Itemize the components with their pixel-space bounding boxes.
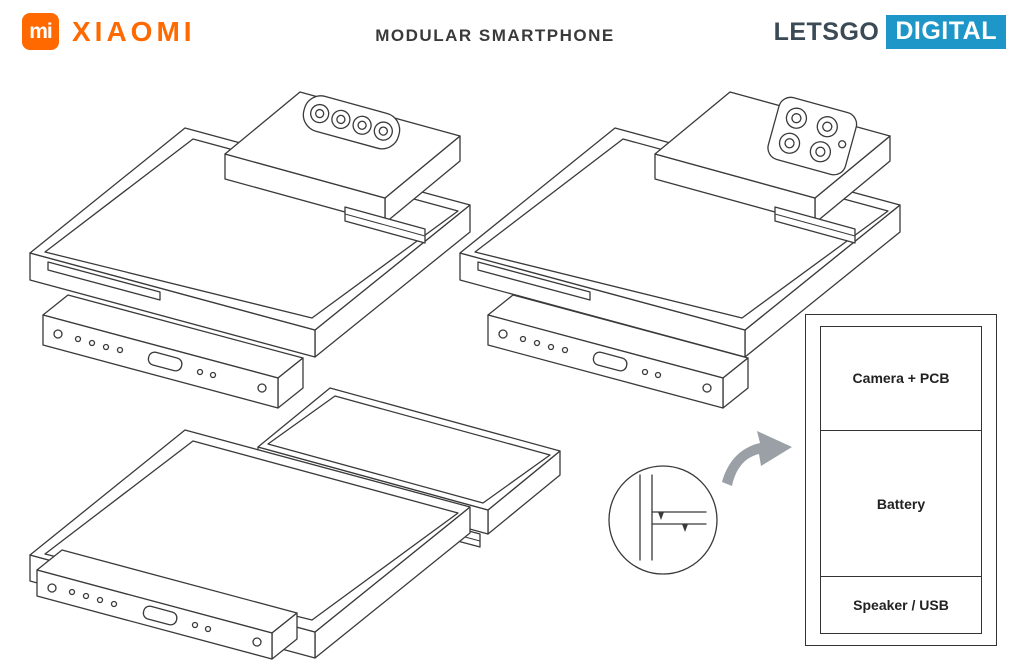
- phone-drawing-top-left: [29, 91, 471, 409]
- module-diagram-inner: Camera + PCB Battery Speaker / USB: [820, 326, 982, 634]
- xiaomi-mi-icon: mi: [22, 13, 59, 50]
- phone1-camera-module: [224, 91, 461, 244]
- xiaomi-logo: mi XIAOMI: [22, 13, 196, 50]
- phone2-speaker-module: [487, 294, 749, 409]
- phone3-usb-port: [142, 605, 178, 626]
- zoom-detail-circle: [608, 465, 718, 575]
- letsgo-text: LETSGO: [773, 17, 880, 46]
- module-section-speaker-usb: Speaker / USB: [821, 576, 981, 633]
- module-label-speaker-usb: Speaker / USB: [853, 597, 949, 614]
- module-diagram: Camera + PCB Battery Speaker / USB: [805, 314, 997, 646]
- digital-badge: DIGITAL: [886, 15, 1006, 49]
- module-section-camera-pcb: Camera + PCB: [821, 327, 981, 430]
- xiaomi-wordmark: XIAOMI: [72, 15, 196, 47]
- phone3-speaker-module: [36, 549, 298, 660]
- page-title: MODULAR SMARTPHONE: [375, 26, 615, 45]
- phone2-usb-port: [592, 351, 628, 372]
- phone1-usb-port: [147, 351, 183, 372]
- phone-drawing-bottom: [29, 387, 561, 660]
- pointer-arrow-icon: [722, 431, 792, 486]
- phone1-speaker-module: [42, 294, 304, 409]
- phone-drawing-top-right: [459, 91, 901, 409]
- phone2-camera-module: [654, 91, 891, 244]
- module-section-battery: Battery: [821, 429, 981, 576]
- module-label-camera-pcb: Camera + PCB: [852, 370, 950, 387]
- phone2-camera-island: [767, 96, 858, 176]
- letsgodigital-logo: LETSGO DIGITAL: [774, 15, 1006, 49]
- module-label-battery: Battery: [876, 495, 926, 512]
- phone1-camera-island: [302, 95, 401, 150]
